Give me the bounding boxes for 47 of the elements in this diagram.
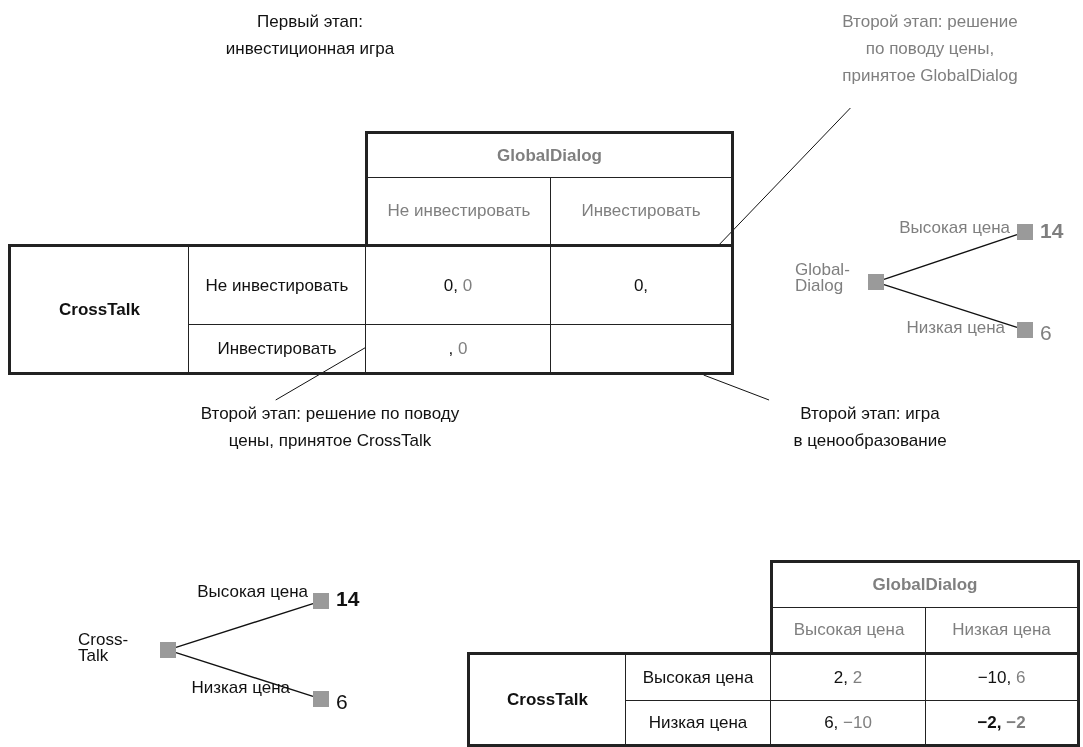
payoff-cell: −10, 6 [925, 652, 1080, 700]
payoff-value: 14 [336, 589, 361, 609]
column-header: Высокая цена [770, 607, 925, 652]
edge-label: Высокая цена [898, 218, 1010, 238]
row-header: Низкая цена [625, 700, 770, 747]
tree-branch-line [883, 234, 1018, 280]
leader-line [719, 107, 851, 245]
payoff-cell: , 0 [365, 324, 550, 375]
tree-branch-line [883, 283, 1018, 329]
player-label: Global-Dialog [795, 262, 851, 295]
edge-label: Низкая цена [905, 318, 1005, 338]
payoff-value: 14 [1040, 221, 1065, 241]
row-player-header: CrossTalk [8, 244, 188, 375]
leader-line [703, 374, 770, 401]
leader-line [275, 347, 366, 401]
stage-label: Второй этап: решение по поводу цены, принятое CrossTalk [150, 400, 510, 470]
row-player-header: CrossTalk [467, 652, 625, 747]
stage-label: Второй этап: игра в ценообразование [755, 400, 985, 470]
tree-node-square [868, 274, 884, 290]
row-header: Инвестировать [188, 324, 365, 375]
payoff-cell: 0, [550, 244, 734, 324]
tree-node-square [1017, 224, 1033, 240]
tree-node-square [313, 593, 329, 609]
payoff-cell [550, 324, 734, 375]
payoff-cell: 6, −10 [770, 700, 925, 747]
tree-branch-line [175, 651, 314, 698]
row-header: Высокая цена [625, 652, 770, 700]
tree-node-square [1017, 322, 1033, 338]
stage-label: Второй этап: решение по поводу цены, принятое GlobalDialog [810, 8, 1050, 108]
payoff-value: 6 [1040, 323, 1053, 343]
payoff-value: 6 [336, 692, 349, 712]
column-header: Не инвестировать [365, 177, 550, 244]
tree-node-square [160, 642, 176, 658]
tree-node-square [313, 691, 329, 707]
column-header: Инвестировать [550, 177, 734, 244]
tree-branch-line [175, 602, 314, 649]
stage-label: Первый этап: инвестиционная игра [224, 11, 396, 61]
column-player-header: GlobalDialog [365, 131, 734, 177]
payoff-cell: −2, −2 [925, 700, 1080, 747]
row-header: Не инвестировать [188, 244, 365, 324]
column-header: Низкая цена [925, 607, 1080, 652]
player-label: Cross-Talk [78, 632, 130, 665]
payoff-cell: 0, 0 [365, 244, 550, 324]
payoff-cell: 2, 2 [770, 652, 925, 700]
column-player-header: GlobalDialog [770, 560, 1080, 607]
edge-label: Низкая цена [190, 678, 290, 698]
edge-label: Высокая цена [196, 582, 308, 602]
